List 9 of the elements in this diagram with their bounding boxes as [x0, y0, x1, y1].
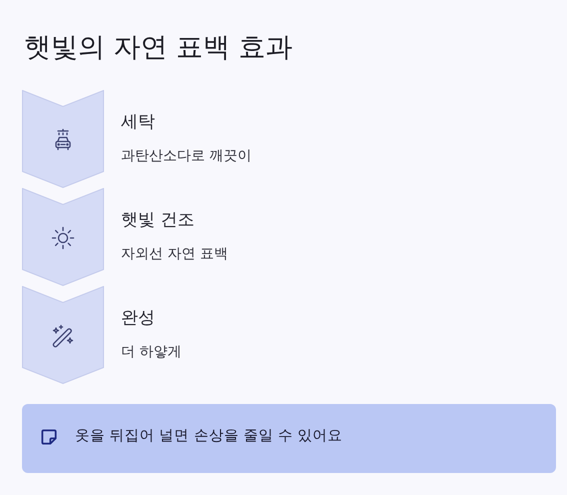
step-title: 세탁 — [121, 111, 155, 133]
step-description: 더 하얗게 — [121, 343, 182, 361]
step-title: 완성 — [121, 307, 155, 329]
title: 햇빛의 자연 표백 효과 — [24, 31, 293, 65]
note-text: 옷을 뒤집어 널면 손상을 줄일 수 있어요 — [75, 427, 343, 446]
note-box — [22, 404, 556, 473]
step-title: 햇빛 건조 — [121, 209, 194, 231]
step-description: 자외선 자연 표백 — [121, 245, 228, 263]
step-description: 과탄산소다로 깨끗이 — [121, 147, 252, 165]
